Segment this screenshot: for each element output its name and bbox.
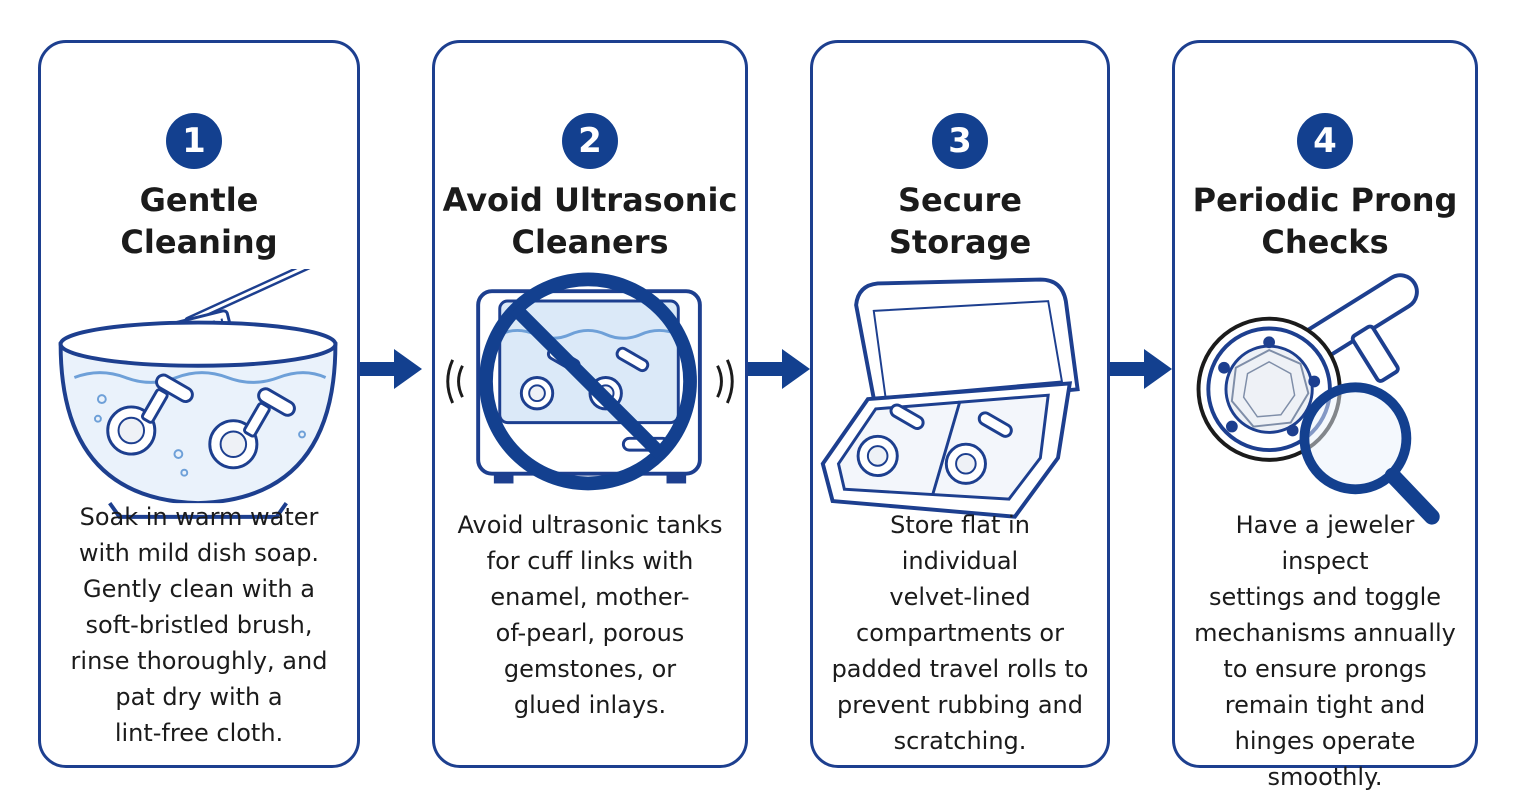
step-title-line: Secure <box>898 181 1022 219</box>
desc-line: lint-free cloth. <box>114 719 284 747</box>
desc-line: padded travel rolls to <box>831 655 1089 683</box>
arrow-right-icon <box>360 349 422 389</box>
desc-line: with mild dish soap. <box>78 539 320 567</box>
step-title-line: Cleaners <box>511 223 669 261</box>
step-card-2: 2 Avoid Ultrasonic Cleaners <box>432 40 748 768</box>
desc-line: enamel, mother- <box>490 583 690 611</box>
desc-line: of-pearl, porous <box>495 619 685 647</box>
desc-line: settings and toggle <box>1208 583 1442 611</box>
step-title: Periodic Prong Checks <box>1175 179 1475 263</box>
desc-line: velvet-lined <box>889 583 1031 611</box>
ultrasonic-cleaner-prohibited-icon <box>435 269 745 539</box>
desc-line: gemstones, or <box>503 655 677 683</box>
step-title-line: Gentle <box>139 181 259 219</box>
desc-line: prevent rubbing and <box>837 691 1083 719</box>
step-title-line: Cleaning <box>120 223 278 261</box>
step-title-line: Storage <box>888 223 1032 261</box>
desc-line: Soak in warm water <box>79 503 319 531</box>
step-title-line: Checks <box>1261 223 1389 261</box>
step-card-4: 4 Periodic Prong Checks Have <box>1172 40 1478 791</box>
step-number-badge: 2 <box>562 113 618 169</box>
desc-line: Have a jeweler inspect <box>1235 511 1415 575</box>
step-card-3: 3 Secure Storage S <box>810 40 1110 768</box>
desc-line: soft-bristled brush, <box>85 611 313 639</box>
jewelry-box-icon <box>813 269 1107 539</box>
desc-line: to ensure prongs <box>1223 655 1427 683</box>
step-card-1: 1 Gentle Cleaning <box>38 40 360 768</box>
desc-line: compartments or <box>856 619 1064 647</box>
desc-line: hinges operate <box>1234 727 1416 755</box>
step-description: Have a jeweler inspect settings and togg… <box>1191 507 1459 795</box>
step-title: Secure Storage <box>813 179 1107 263</box>
step-title-line: Periodic Prong <box>1192 181 1458 219</box>
desc-line: mechanisms annually <box>1194 619 1456 647</box>
step-title: Avoid Ultrasonic Cleaners <box>435 179 745 263</box>
bowl-cleaning-icon <box>41 269 357 539</box>
step-number-badge: 3 <box>932 113 988 169</box>
desc-line: Gently clean with a <box>83 575 315 603</box>
desc-line: Store flat in individual <box>890 511 1030 575</box>
arrow-right-icon <box>748 349 810 389</box>
magnifier-cufflink-icon <box>1175 269 1475 539</box>
step-title-line: Avoid Ultrasonic <box>442 181 738 219</box>
step-number-badge: 1 <box>166 113 222 169</box>
desc-line: pat dry with a <box>115 683 283 711</box>
step-description: Soak in warm water with mild dish soap. … <box>57 499 341 751</box>
step-description: Avoid ultrasonic tanks for cuff links wi… <box>451 507 729 723</box>
desc-line: for cuff links with <box>486 547 694 575</box>
arrow-right-icon <box>1110 349 1172 389</box>
step-description: Store flat in individual velvet-lined co… <box>829 507 1091 759</box>
desc-line: remain tight and <box>1224 691 1426 719</box>
desc-line: glued inlays. <box>513 691 667 719</box>
step-number-badge: 4 <box>1297 113 1353 169</box>
desc-line: smoothly. <box>1267 763 1383 791</box>
desc-line: rinse thoroughly, and <box>70 647 328 675</box>
step-title: Gentle Cleaning <box>41 179 357 263</box>
desc-line: scratching. <box>893 727 1027 755</box>
desc-line: Avoid ultrasonic tanks <box>457 511 723 539</box>
